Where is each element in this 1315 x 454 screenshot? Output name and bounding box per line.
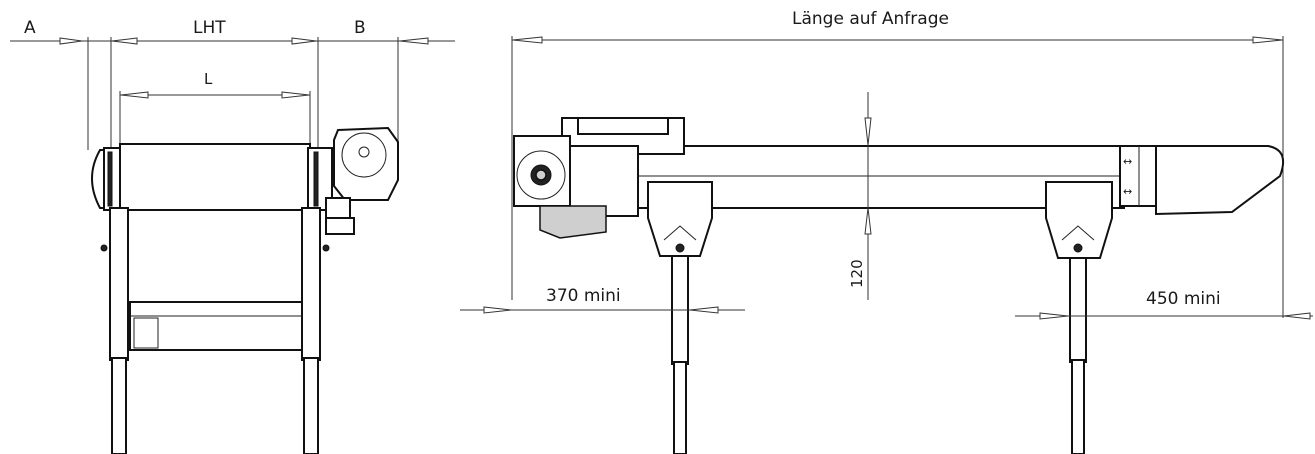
dimension-right-offset bbox=[1015, 312, 1313, 320]
dimension-height bbox=[864, 92, 872, 300]
side-view: Länge auf Anfrage ↔ ↔ 12 bbox=[460, 9, 1313, 454]
side-belt-frame: ↔ ↔ bbox=[635, 145, 1284, 216]
side-motor bbox=[513, 117, 685, 239]
dim-label-left-offset: 370 mini bbox=[546, 286, 621, 306]
dimension-l bbox=[119, 91, 311, 148]
dimension-a-lht-b bbox=[10, 37, 455, 150]
dimension-length bbox=[511, 36, 1284, 318]
dim-label-a: A bbox=[24, 18, 36, 38]
svg-text:↔: ↔ bbox=[1123, 155, 1132, 168]
dim-label-length: Länge auf Anfrage bbox=[792, 9, 949, 29]
dim-label-right-offset: 450 mini bbox=[1146, 289, 1221, 309]
dimension-left-offset bbox=[460, 306, 745, 314]
dim-label-l: L bbox=[204, 70, 213, 88]
front-view: A LHT B L bbox=[10, 18, 455, 454]
dim-label-height: 120 bbox=[848, 259, 866, 288]
side-leg-right bbox=[1045, 181, 1113, 454]
front-legs bbox=[100, 207, 330, 454]
side-leg-left bbox=[647, 181, 713, 454]
front-motor bbox=[325, 126, 399, 235]
dim-label-b: B bbox=[354, 18, 366, 38]
dim-label-lht: LHT bbox=[193, 18, 226, 38]
front-belt-drum bbox=[91, 143, 333, 211]
svg-text:↔: ↔ bbox=[1123, 185, 1132, 198]
